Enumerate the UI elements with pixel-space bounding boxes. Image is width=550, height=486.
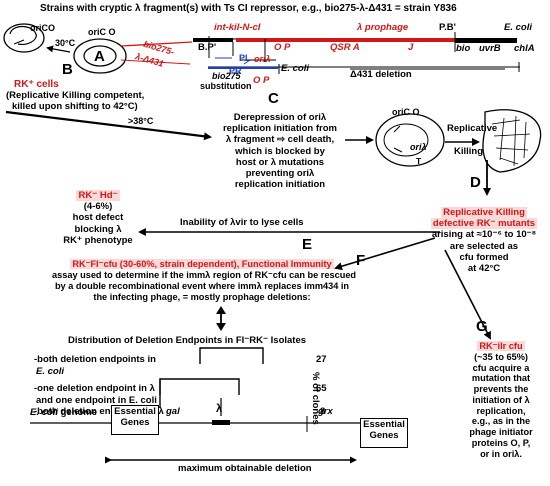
lambda-segment — [212, 420, 230, 425]
gene-o-p-bottom: O P — [253, 75, 270, 86]
temp-38c: >38°C — [128, 116, 154, 126]
e-coli-label-mid: E. coli — [281, 63, 309, 74]
cell-replicating — [375, 113, 445, 167]
e-coli-genome-label: E. coli genome — [30, 407, 98, 418]
link-to-map — [120, 41, 193, 47]
orico-left: oriCO — [30, 23, 56, 33]
cell-b — [3, 23, 45, 53]
arrow-f — [334, 237, 436, 271]
figure-title: Strains with cryptic λ fragment(s) with … — [40, 3, 457, 14]
step-d-text: Replicative Killing defective RK⁻ mutant… — [430, 207, 538, 275]
e-coli-label-top: E. coli — [504, 22, 532, 33]
arrow-g — [444, 249, 491, 340]
step-e-text: Inability of λvir to lyse cells — [180, 217, 304, 228]
step-e-label: E — [302, 236, 313, 253]
gene-chla: chlA — [514, 43, 535, 54]
prophage-map — [193, 32, 520, 74]
ori-lambda-right: oriλ — [410, 142, 427, 152]
essential-genes-left: Essential Genes — [111, 405, 159, 435]
gene-o-p-top: O P — [274, 42, 291, 53]
oric-right: oriC O — [392, 107, 420, 117]
rk-plus-desc-2: killed upon shifting to 42°C) — [12, 101, 138, 112]
temp-30c: 30°C — [55, 38, 76, 48]
grx-label: grx — [318, 406, 333, 417]
lambda-prophage-label: λ prophage — [357, 22, 409, 33]
gene-qsr-a: QSR A — [330, 42, 360, 53]
value-one-each: 65 — [316, 383, 327, 394]
lambda-genome-label: λ — [216, 403, 223, 415]
deletion-431-label: Δ431 deletion — [350, 69, 412, 80]
genome-word: genome — [60, 407, 98, 418]
cell-a — [73, 38, 127, 74]
deletion-brackets — [159, 347, 264, 416]
step-f-label: F — [356, 252, 366, 269]
rk-plus-cells-label: RK⁺ cells — [14, 79, 59, 90]
substitution-label: substitution — [200, 81, 252, 91]
bp-prime-label: B.P' — [198, 42, 217, 53]
gene-j: J — [408, 42, 414, 53]
gene-uvrb: uvrB — [479, 43, 501, 54]
row-one-each-2: and one endpoint in E. coli — [36, 395, 157, 406]
rk-plus-desc-1: (Replicative Killing competent, — [6, 90, 145, 101]
step-g-label: G — [476, 318, 488, 335]
step-c-text: Derepression of oriλ replication initiat… — [222, 112, 337, 191]
essential-genes-right: Essential Genes — [360, 418, 408, 448]
value-both-lambda: 8 — [320, 406, 326, 417]
pb-prime-label: P.B' — [439, 22, 456, 33]
ori-lambda-top: oriλ — [254, 54, 271, 64]
gene-int-kil: int-kil-N-cI — [214, 22, 261, 33]
arrow-to-c — [5, 110, 212, 141]
row-both-ecoli-1: -both deletion endpoints in — [34, 354, 156, 365]
rk-hd-box: RK⁻ Hd⁻ (4-6%) host defect blocking λ RK… — [63, 190, 133, 246]
distribution-title: Distribution of Deletion Endpoints in FI… — [68, 335, 307, 346]
step-b-label: B — [62, 61, 73, 78]
step-d-label: D — [470, 174, 481, 191]
gal-label: gal — [166, 406, 180, 417]
promoter-pl: PL — [239, 53, 251, 63]
max-deletion-label: maximum obtainable deletion — [178, 463, 312, 474]
row-both-ecoli-2: E. coli — [36, 366, 64, 377]
killing-label: Killing — [454, 146, 484, 157]
bio275-label: bio275 — [212, 71, 241, 81]
row-both-lambda: -both deletion endpoints in λ — [34, 406, 164, 417]
arrow-30c — [46, 45, 71, 53]
replicative-label: Replicative — [447, 123, 498, 134]
orico-cell-a: oriC O — [88, 27, 116, 37]
step-g-text: RK⁻ilr cfu (~35 to 65%) cfu acquire a mu… — [469, 341, 533, 459]
step-f-text: RK⁻FI⁻cfu (30-60%, strain dependent), Fu… — [52, 259, 357, 303]
step-c-label: C — [268, 90, 279, 107]
killed-cell — [482, 109, 542, 173]
value-both-ecoli: 27 — [316, 354, 327, 365]
gene-bio: bio — [456, 43, 471, 54]
row-one-each-1: -one deletion endpoint in λ — [34, 383, 155, 394]
promoter-pr: PR — [229, 66, 242, 76]
step-a-label: A — [94, 48, 105, 65]
t-label: T — [416, 156, 422, 166]
